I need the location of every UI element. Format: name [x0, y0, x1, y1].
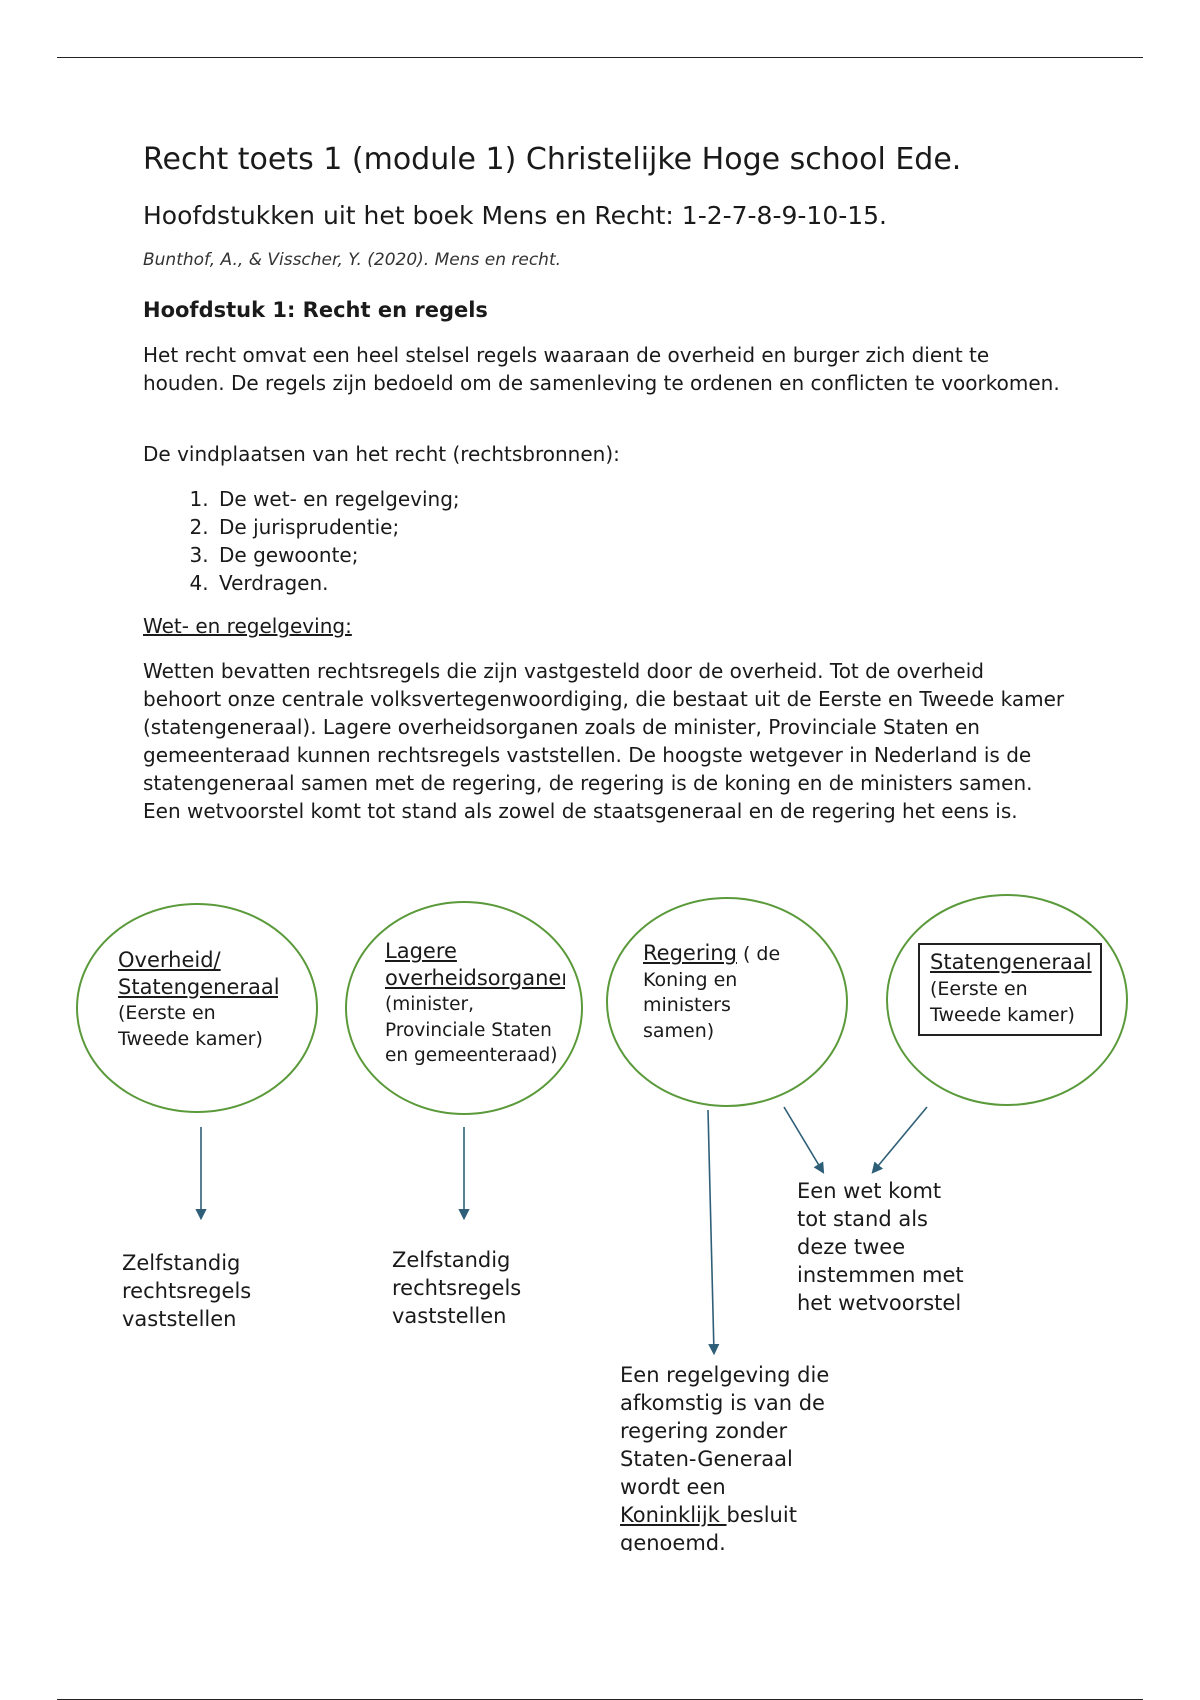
arrow-regering-to-note: [783, 1106, 825, 1174]
circle-detail: (minister, Provinciale Staten en gemeent…: [385, 994, 558, 1066]
circle-title: Lagere overheidsorganen: [385, 939, 565, 990]
chapter-heading: Hoofdstuk 1: Recht en regels: [143, 298, 488, 322]
arrow-statengeneraal-to-note: [871, 1106, 928, 1174]
circle-detail: (Eerste en Tweede kamer): [118, 1002, 263, 1050]
circle-statengeneraal-label: Statengeneraal (Eerste en Tweede kamer): [918, 943, 1102, 1036]
book-citation: Bunthof, A., & Visscher, Y. (2020). Mens…: [143, 250, 562, 270]
list-item: Verdragen.: [215, 569, 460, 597]
circle-title: Regering: [643, 941, 737, 965]
top-rule: [57, 57, 1143, 58]
note-overheid: Zelfstandig rechtsregels vaststellen: [122, 1251, 252, 1331]
list-item: De jurisprudentie;: [215, 513, 460, 541]
note-lagere: Zelfstandig rechtsregels vaststellen: [392, 1248, 522, 1328]
sources-intro: De vindplaatsen van het recht (rechtsbro…: [143, 442, 620, 466]
body-paragraph: Wetten bevatten rechtsregels die zijn va…: [143, 659, 1065, 823]
circle-lagere-label: Lagere overheidsorganen (minister, Provi…: [385, 939, 565, 1069]
list-item: De wet- en regelgeving;: [215, 485, 460, 513]
document-subtitle: Hoofdstukken uit het boek Mens en Recht:…: [143, 201, 888, 230]
circle-detail: (Eerste en Tweede kamer): [930, 978, 1075, 1026]
circle-title: Overheid/ Statengeneraal: [118, 948, 278, 999]
note-wet-tot-stand: Een wet komt tot stand als deze twee ins…: [797, 1179, 964, 1315]
arrow-regering-down: [707, 1109, 720, 1356]
document-title: Recht toets 1 (module 1) Christelijke Ho…: [143, 142, 962, 177]
intro-paragraph: Het recht omvat een heel stelsel regels …: [143, 343, 1060, 395]
circle-detail: ( de Koning en ministers samen): [643, 943, 781, 1042]
list-item: De gewoonte;: [215, 541, 460, 569]
note-koninklijk-besluit: Een regelgeving die afkomstig is van de …: [620, 1361, 830, 1551]
circle-overheid-label: Overheid/ Statengeneraal (Eerste en Twee…: [118, 948, 278, 1076]
circle-regering-label: Regering ( de Koning en ministers samen): [643, 941, 803, 1051]
section-subheading: Wet- en regelgeving:: [143, 614, 352, 638]
note-keyword: Koninklijk: [620, 1503, 727, 1527]
note-text: Een regelgeving die afkomstig is van de …: [620, 1363, 830, 1499]
sources-list: De wet- en regelgeving; De jurisprudenti…: [143, 485, 460, 597]
circle-title: Statengeneraal: [930, 950, 1092, 974]
note-text: besluit genoemd.: [620, 1503, 797, 1551]
